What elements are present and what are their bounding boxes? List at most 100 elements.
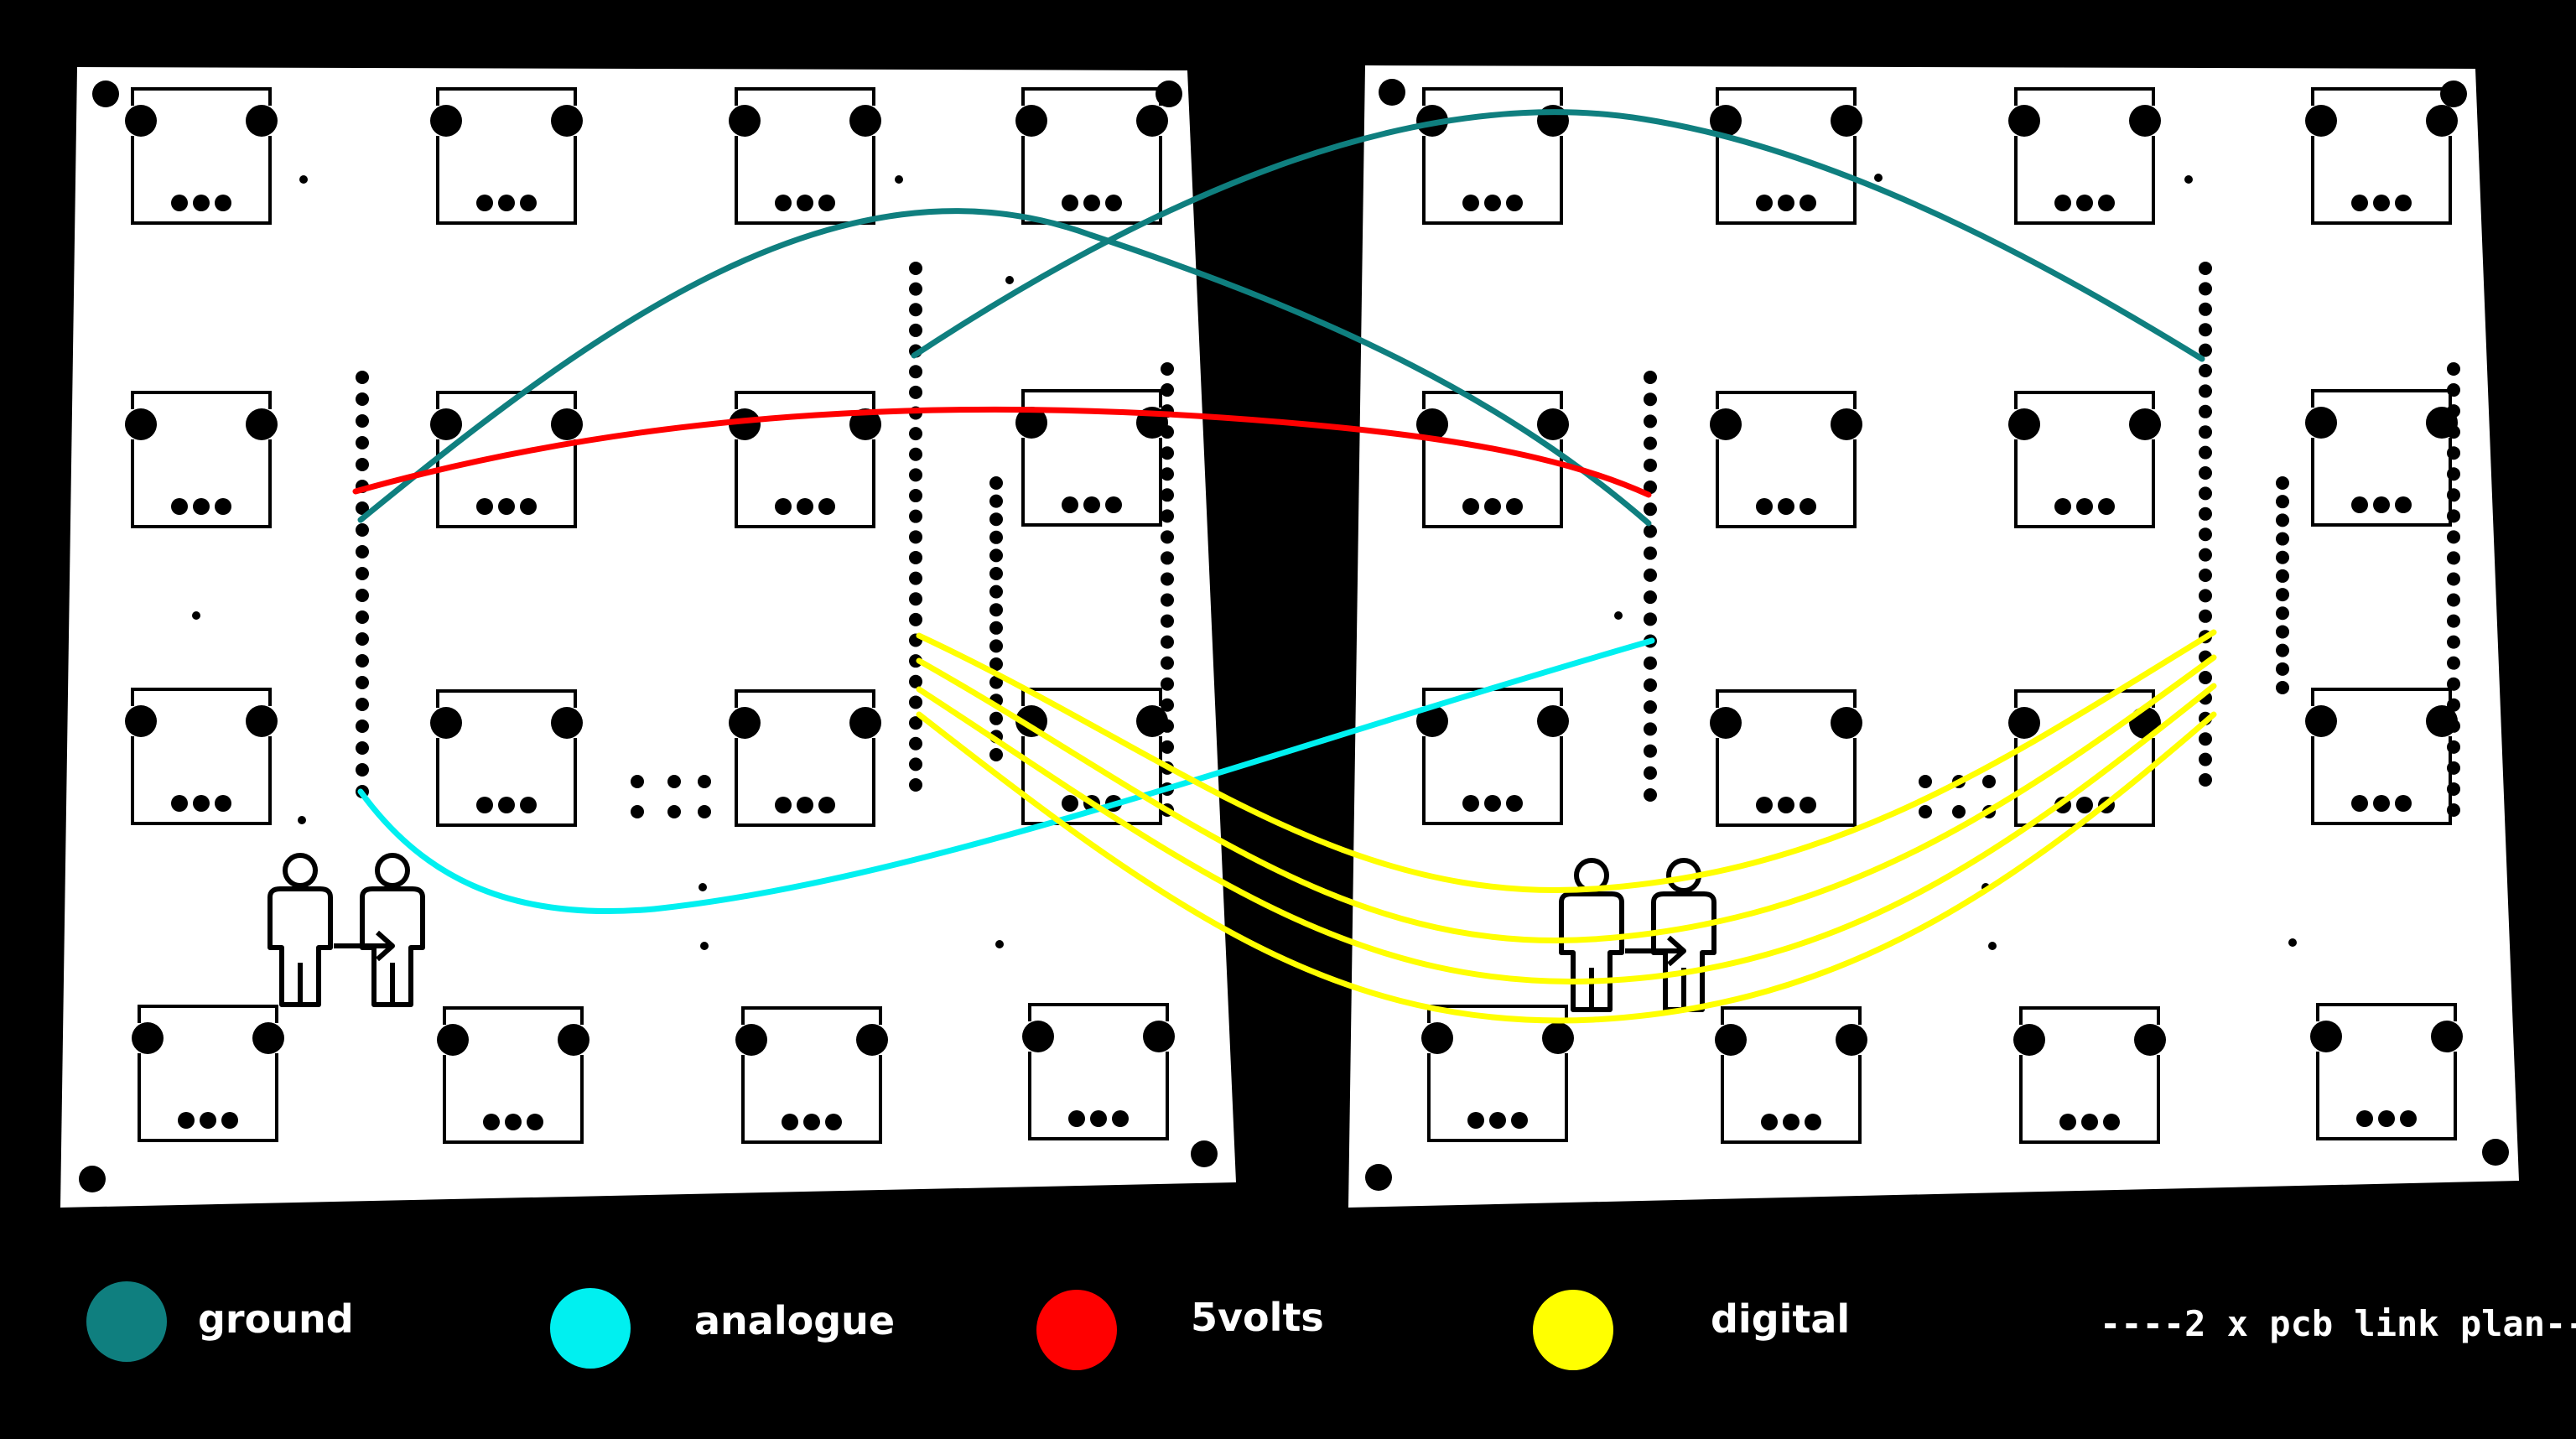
header-pin <box>909 447 922 461</box>
header-pin <box>1644 524 1657 538</box>
footprint-pin <box>818 195 835 211</box>
footprint-pin <box>825 1114 842 1130</box>
header-pin <box>1161 677 1174 691</box>
footprint-pin <box>1105 496 1122 513</box>
person-transfer-icon <box>1559 858 1716 1012</box>
footprint-pad <box>246 705 278 737</box>
footprint-pin <box>2098 498 2115 515</box>
footprint-pad <box>1836 1024 1867 1056</box>
footprint-pad <box>2129 408 2161 440</box>
header-pin-column <box>1644 371 1657 802</box>
footprint-pad <box>856 1024 888 1056</box>
via-dot <box>1005 276 1014 284</box>
header-pin <box>356 545 369 558</box>
header-pin <box>1644 371 1657 384</box>
mount-hole <box>1191 1140 1218 1167</box>
header-pin <box>2199 466 2212 480</box>
header-pin <box>1644 481 1657 495</box>
via-pad <box>1919 775 1932 788</box>
header-pin <box>356 414 369 428</box>
header-pin <box>909 489 922 503</box>
via-pad <box>1919 805 1932 818</box>
via-pad <box>1982 775 1996 788</box>
footprint-pin <box>1756 498 1773 515</box>
component-footprint <box>125 87 278 225</box>
footprint-pad <box>1537 408 1569 440</box>
footprint-pin <box>520 797 537 813</box>
footprint-pad <box>132 1022 164 1054</box>
component-footprint <box>430 391 583 528</box>
footprint-pad <box>1143 1021 1175 1052</box>
header-pin <box>2199 302 2212 316</box>
mount-hole <box>79 1166 106 1192</box>
header-pin <box>909 468 922 482</box>
via-dot <box>700 942 709 950</box>
footprint-pad <box>2129 105 2161 137</box>
footprint-pin <box>483 1114 500 1130</box>
footprint-pin <box>1756 797 1773 813</box>
header-pin <box>2199 486 2212 501</box>
footprint-pin <box>1511 1112 1528 1129</box>
header-pin <box>356 523 369 537</box>
footprint-pin <box>1506 498 1523 515</box>
footprint-pad <box>1015 105 1047 137</box>
header-pin <box>2199 282 2212 296</box>
header-pin <box>1644 766 1657 780</box>
via-pad <box>1952 805 1966 818</box>
footprint-outline <box>436 689 577 827</box>
footprint-pad <box>2426 105 2458 137</box>
header-pin <box>989 748 1003 761</box>
header-pin <box>1644 788 1657 802</box>
header-pin <box>2199 262 2212 275</box>
component-footprint <box>437 1006 589 1144</box>
header-pin <box>1644 568 1657 582</box>
footprint-pin <box>2076 797 2093 813</box>
header-pin <box>356 589 369 602</box>
header-pin <box>2276 495 2289 509</box>
header-pin <box>1644 744 1657 758</box>
legend-dot-ground <box>86 1281 167 1362</box>
footprint-pad <box>430 408 462 440</box>
header-pin <box>1644 436 1657 450</box>
footprint-pin <box>171 795 188 812</box>
footprint-outline <box>2311 389 2452 527</box>
footprint-pad <box>1710 707 1742 739</box>
header-pin <box>909 323 922 337</box>
header-pin <box>1161 509 1174 523</box>
legend-label-ground: ground <box>198 1296 354 1342</box>
header-pin <box>2199 589 2212 603</box>
header-pin <box>2447 803 2460 817</box>
header-pin <box>989 567 1003 580</box>
footprint-pad <box>2310 1021 2342 1052</box>
footprint-pin <box>775 498 792 515</box>
footprint-pin <box>178 1112 195 1129</box>
component-footprint <box>735 1006 888 1144</box>
footprint-pin <box>498 195 515 211</box>
mount-hole <box>1379 79 1405 106</box>
header-pin <box>2447 593 2460 607</box>
footprint-pin <box>2400 1110 2417 1127</box>
transfer-arrow <box>334 930 395 962</box>
person-transfer-icon <box>267 853 425 1007</box>
header-pin <box>2447 446 2460 460</box>
wire-5volts-1 <box>352 406 1652 498</box>
header-pin <box>989 548 1003 563</box>
header-pin <box>1644 700 1657 714</box>
header-pin <box>2276 662 2289 676</box>
person-body <box>267 886 333 1007</box>
footprint-pin <box>1805 1114 1821 1130</box>
footprint-outline <box>1021 688 1162 825</box>
header-pin <box>989 657 1003 671</box>
footprint-pad <box>729 105 761 137</box>
header-pin <box>1161 551 1174 565</box>
footprint-pin <box>1761 1114 1778 1130</box>
footprint-pad <box>1416 408 1448 440</box>
footprint-outline <box>1716 391 1857 528</box>
header-pin <box>1644 612 1657 626</box>
via-pad <box>631 805 644 818</box>
footprint-pin <box>1506 795 1523 812</box>
header-pin <box>356 501 369 515</box>
component-footprint <box>125 688 278 825</box>
via-dot <box>1988 942 1997 950</box>
header-pin <box>909 282 922 296</box>
